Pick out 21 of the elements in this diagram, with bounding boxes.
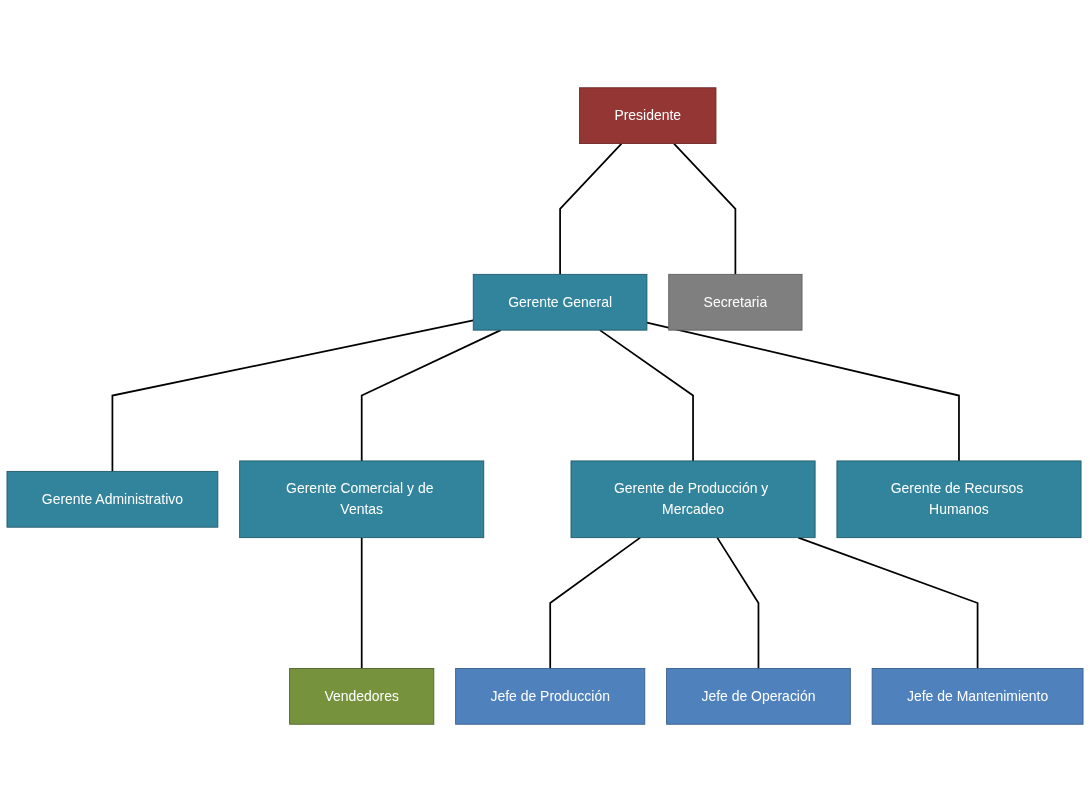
node-box: Jefe de Operación xyxy=(666,668,851,725)
node-box: Gerente Administrativo xyxy=(6,470,219,528)
connector xyxy=(559,142,623,276)
node-box: Jefe de Producción xyxy=(455,668,646,725)
node-box: Gerente Comercial y de Ventas xyxy=(239,460,485,539)
connector xyxy=(360,536,363,670)
node-box: Gerente de Recursos Humanos xyxy=(836,460,1082,539)
connector xyxy=(646,321,960,462)
connector xyxy=(716,536,760,670)
node-box: Gerente General xyxy=(472,273,648,331)
connector xyxy=(111,319,475,473)
connector xyxy=(673,142,737,276)
connector xyxy=(360,329,502,462)
connector xyxy=(797,536,979,670)
connector xyxy=(549,536,642,670)
node-box: Gerente de Producción y Mercadeo xyxy=(570,460,816,539)
node-box: Jefe de Mantenimiento xyxy=(871,668,1084,725)
connector xyxy=(599,329,694,462)
node-box: Vendedores xyxy=(289,668,435,725)
node-box: Presidente xyxy=(579,87,717,144)
node-box: Secretaria xyxy=(668,273,803,331)
